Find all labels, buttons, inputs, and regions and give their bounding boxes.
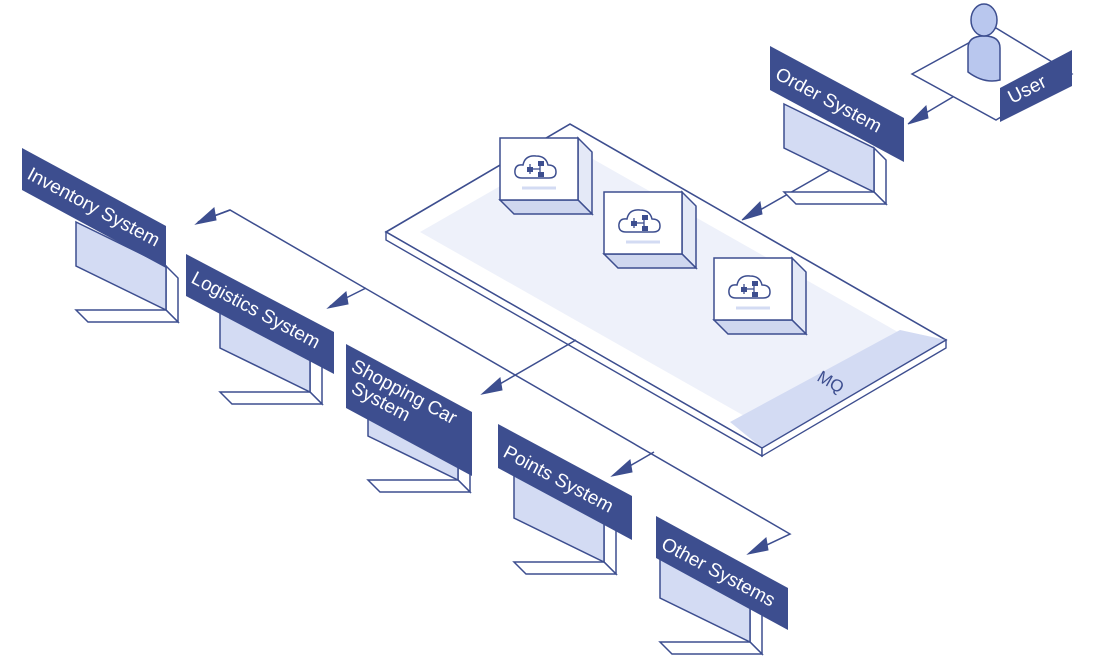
arrow-to-inventory <box>194 207 217 225</box>
arrow-to-mq <box>741 200 763 221</box>
inventory-system-node: Inventory System <box>22 148 179 323</box>
inventory-system-label-tag <box>22 148 166 268</box>
mq-platform-inner <box>420 146 912 426</box>
mq-platform: MQ <box>384 123 948 458</box>
queue-tile-2 <box>602 190 698 270</box>
user-node: User <box>910 3 1074 122</box>
order-system-label-tag <box>770 46 904 162</box>
points-system-label-tag <box>498 424 632 540</box>
points-system-node: Points System <box>498 424 632 575</box>
logistics-system-label-tag <box>186 254 334 374</box>
other-systems-label-tag <box>656 516 788 630</box>
order-system-node: Order System <box>770 46 904 205</box>
user-label-tag <box>1000 50 1072 122</box>
arrow-to-points <box>610 459 633 477</box>
arrow-to-logistics <box>326 291 349 309</box>
user-person-icon <box>967 3 1001 82</box>
arrow-to-other <box>746 537 769 555</box>
other-systems-node: Other Systems <box>656 516 788 655</box>
arrow-to-order <box>907 104 929 125</box>
logistics-system-node: Logistics System <box>186 254 334 405</box>
arrow-to-shopping <box>480 377 503 395</box>
mq-platform-edge-right <box>761 338 947 458</box>
arrowheads <box>194 104 929 555</box>
mq-platform-strip <box>730 330 946 448</box>
queue-tile-1 <box>498 136 594 216</box>
shopping-car-system-node: Shopping Car System <box>346 344 472 493</box>
queue-tile-3 <box>712 256 808 336</box>
shopping-car-system-label-tag <box>346 344 472 476</box>
